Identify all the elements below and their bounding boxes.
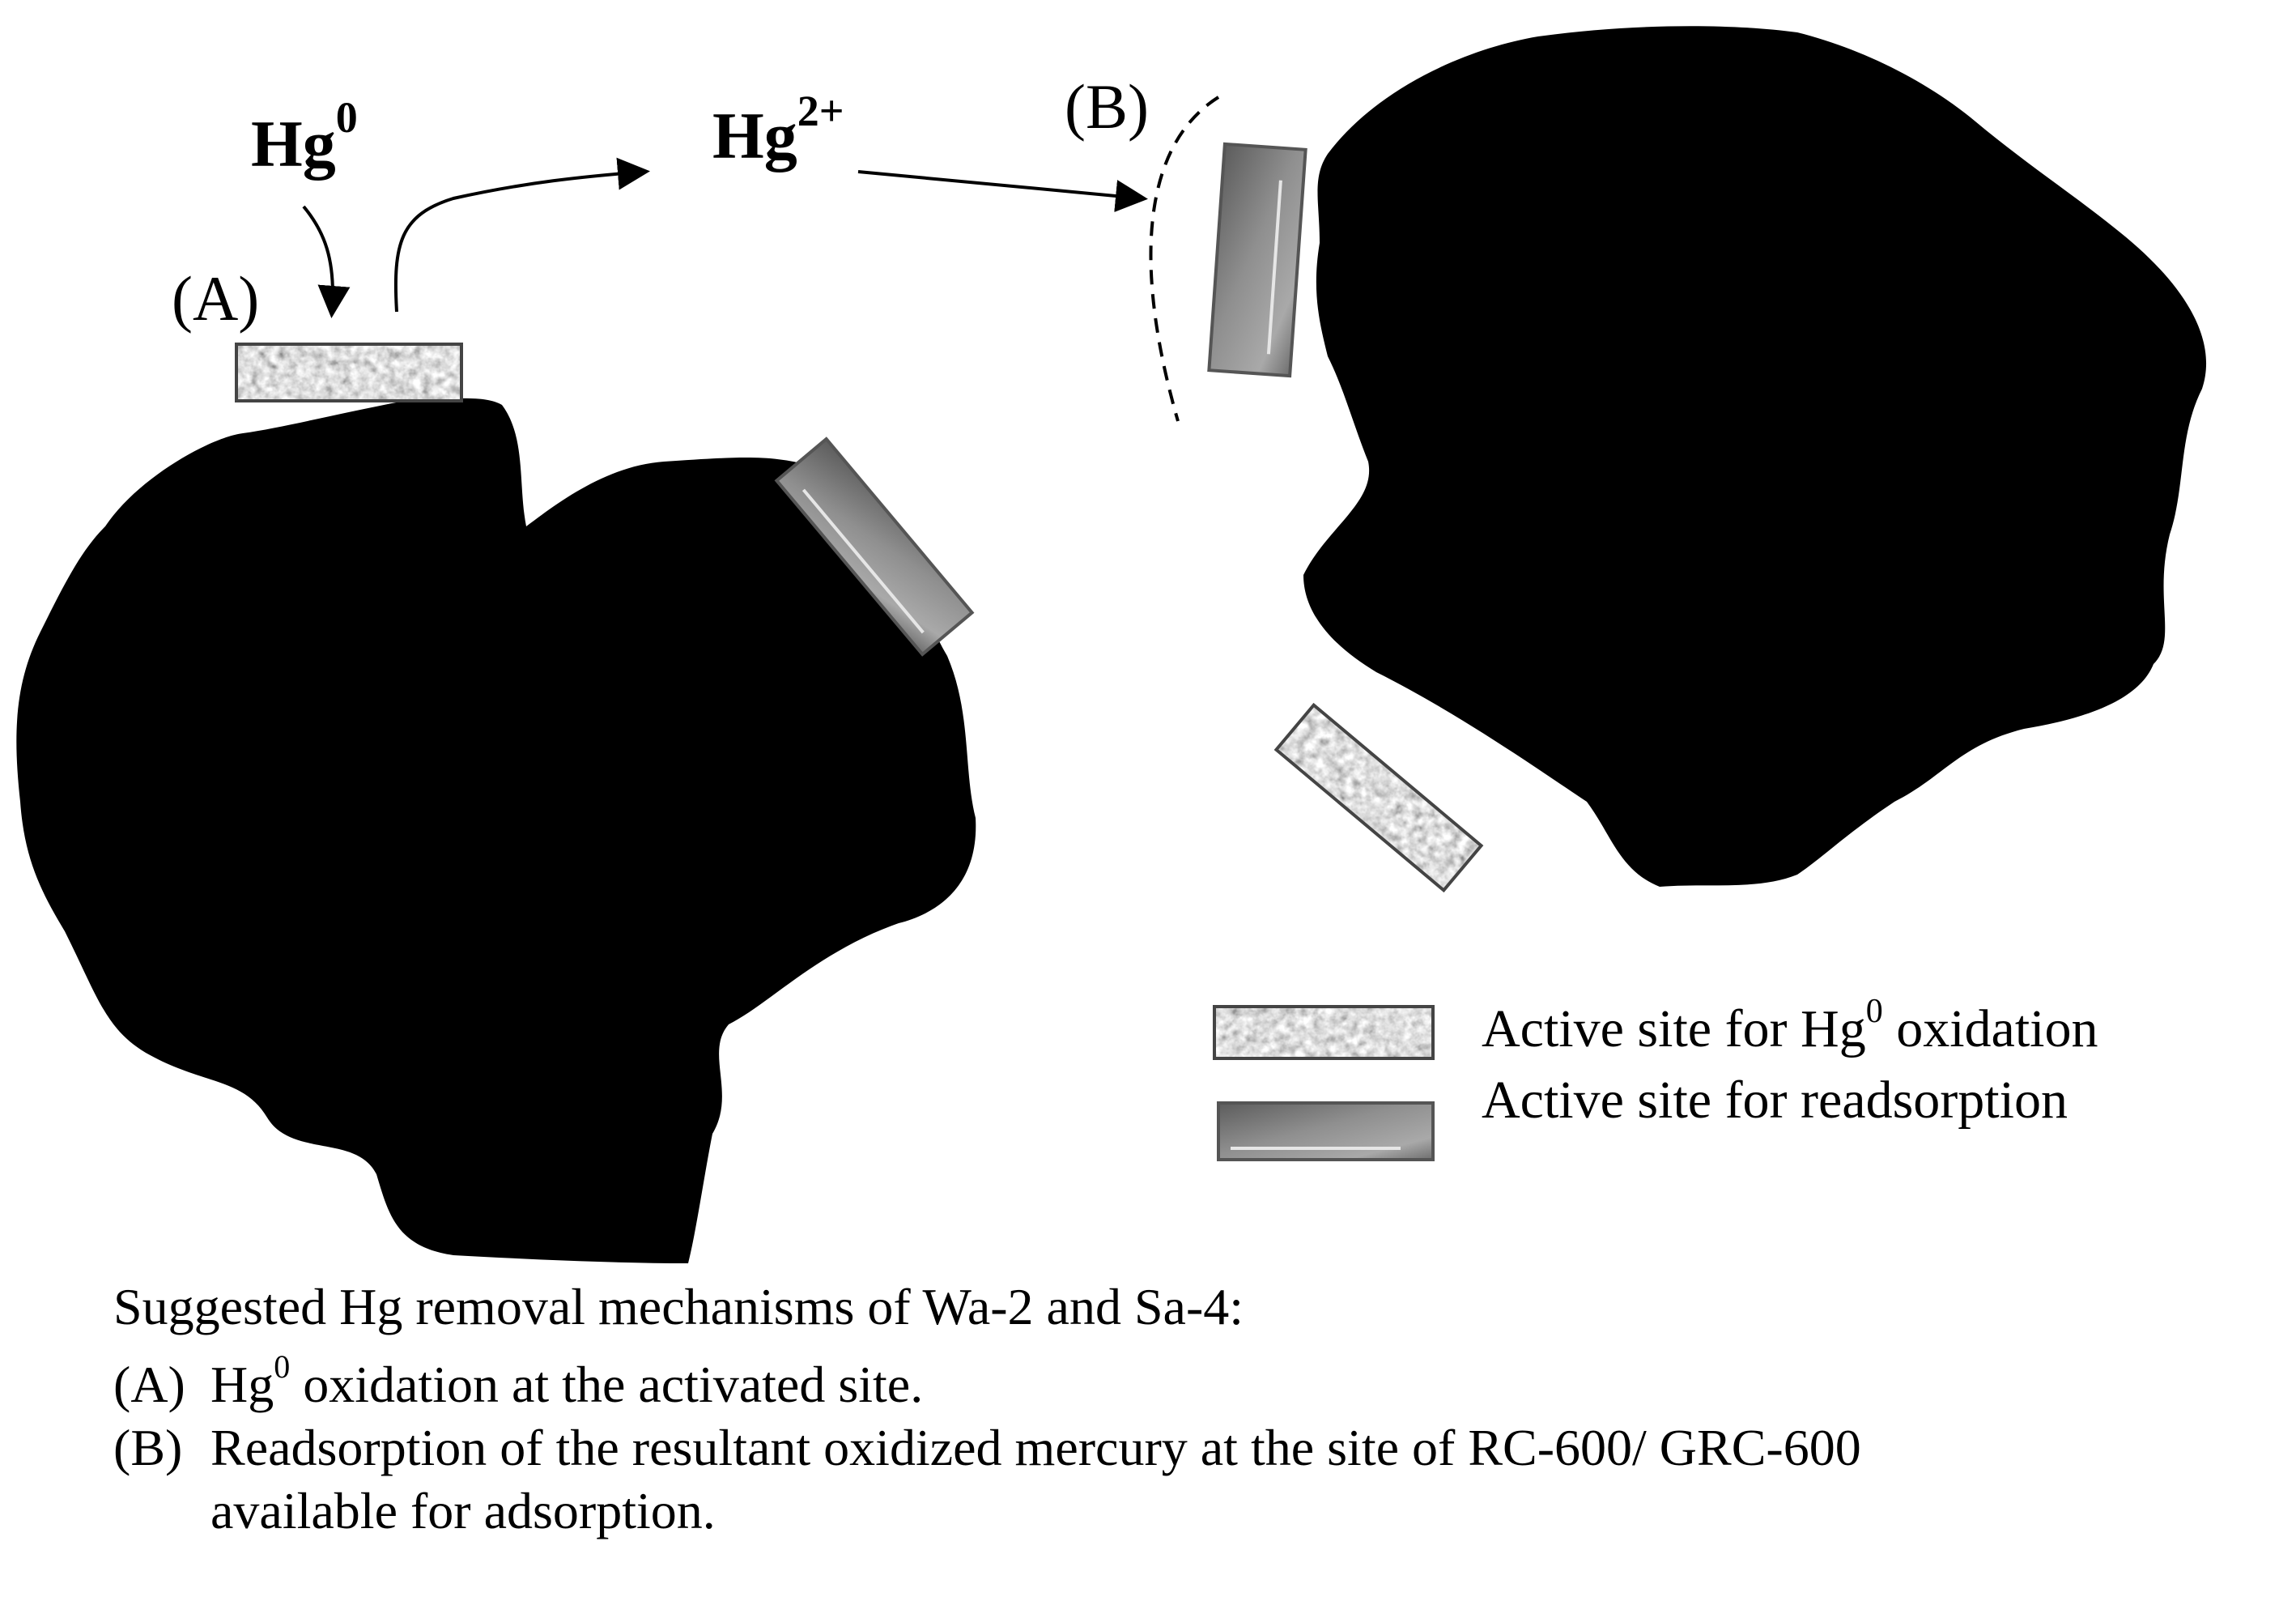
caption-item-a-text: Hg0 oxidation at the activated site. bbox=[210, 1348, 924, 1414]
arrow-hg2-release bbox=[393, 157, 650, 313]
readsorption-site-b bbox=[1207, 142, 1307, 378]
legend-label-readsorption: Active site for readsorption bbox=[1482, 1071, 2068, 1130]
legend-label-oxidation: Active site for Hg0 oxidation bbox=[1482, 993, 2098, 1058]
caption-item-b: (B) Readsorption of the resultant oxidiz… bbox=[113, 1416, 1861, 1543]
legend-swatch-oxidation bbox=[1213, 1005, 1435, 1060]
arrow-hg0-down bbox=[302, 205, 351, 318]
caption-item-b-tag: (B) bbox=[113, 1419, 183, 1477]
hg0-label: Hg0 bbox=[251, 93, 358, 181]
caption: Suggested Hg removal mechanisms of Wa-2 … bbox=[113, 1275, 1861, 1543]
legend-swatch-readsorption bbox=[1217, 1101, 1435, 1161]
caption-item-b-text: Readsorption of the resultant oxidized m… bbox=[210, 1419, 1861, 1540]
arrow-hg2-to-b bbox=[857, 170, 1148, 212]
carbon-particle-a bbox=[16, 398, 976, 1264]
oxidation-site-b bbox=[1273, 702, 1484, 893]
panel-label-b: (B) bbox=[1065, 71, 1149, 142]
readsorption-site-a bbox=[774, 436, 975, 657]
oxidation-site-a bbox=[235, 343, 463, 402]
caption-heading: Suggested Hg removal mechanisms of Wa-2 … bbox=[113, 1278, 1244, 1335]
carbon-particle-b bbox=[1303, 26, 2207, 888]
legend: Active site for Hg0 oxidation Active sit… bbox=[1213, 993, 2098, 1161]
caption-item-a: (A) Hg0 oxidation at the activated site. bbox=[113, 1348, 1861, 1416]
hg2-label: Hg2+ bbox=[712, 87, 844, 172]
dashed-boundary bbox=[1149, 96, 1220, 422]
caption-item-a-tag: (A) bbox=[113, 1356, 185, 1414]
panel-label-a: (A) bbox=[172, 263, 259, 334]
